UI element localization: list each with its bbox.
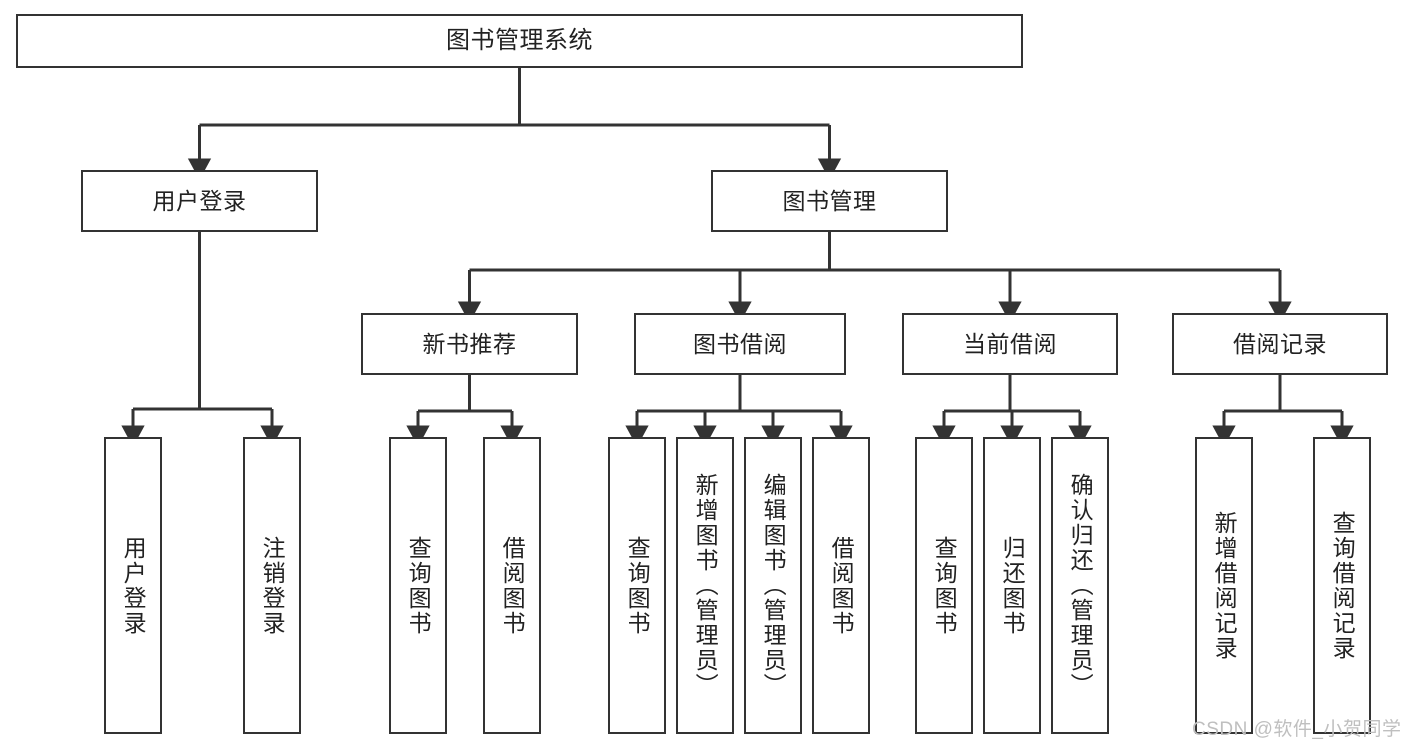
node-newbook[interactable]: 新书推荐 — [361, 313, 578, 375]
node-leaf-login-2[interactable]: 注销登录 — [243, 437, 301, 734]
node-leaf-rec-1[interactable]: 新增借阅记录 — [1195, 437, 1253, 734]
node-borrow[interactable]: 图书借阅 — [634, 313, 846, 375]
node-label: 用户登录 — [120, 535, 147, 636]
node-label: 图书管理系统 — [446, 27, 593, 55]
node-label: 查询图书 — [405, 535, 432, 636]
node-current[interactable]: 当前借阅 — [902, 313, 1118, 375]
node-label: 新增借阅记录 — [1211, 510, 1238, 661]
node-label: 注销登录 — [259, 535, 286, 636]
node-bookmgmt[interactable]: 图书管理 — [711, 170, 948, 232]
node-label: 归还图书 — [999, 535, 1026, 636]
node-root[interactable]: 图书管理系统 — [16, 14, 1023, 68]
node-leaf-borrow-1[interactable]: 查询图书 — [608, 437, 666, 734]
node-label: 图书借阅 — [693, 330, 787, 357]
node-label: 图书管理 — [782, 187, 877, 214]
node-label: 当前借阅 — [963, 330, 1057, 357]
node-leaf-borrow-4[interactable]: 借阅图书 — [812, 437, 870, 734]
node-label: 编辑图书（管理员） — [760, 473, 787, 698]
node-label: 用户登录 — [152, 187, 247, 214]
node-label: 确认归还（管理员） — [1067, 473, 1094, 698]
node-leaf-login-1[interactable]: 用户登录 — [104, 437, 162, 734]
node-leaf-cur-2[interactable]: 归还图书 — [983, 437, 1041, 734]
node-label: 新增图书（管理员） — [692, 473, 719, 698]
node-label: 查询图书 — [931, 535, 958, 636]
csdn-watermark: CSDN @软件_小贺同学 — [1192, 719, 1402, 740]
node-records[interactable]: 借阅记录 — [1172, 313, 1388, 375]
node-login[interactable]: 用户登录 — [81, 170, 318, 232]
node-leaf-rec-2[interactable]: 查询借阅记录 — [1313, 437, 1371, 734]
node-leaf-new-1[interactable]: 查询图书 — [389, 437, 447, 734]
node-label: 借阅图书 — [828, 535, 855, 636]
node-label: 新书推荐 — [422, 330, 517, 357]
node-label: 借阅图书 — [499, 535, 526, 636]
node-label: 查询图书 — [624, 535, 651, 636]
node-leaf-cur-3[interactable]: 确认归还（管理员） — [1051, 437, 1109, 734]
node-label: 借阅记录 — [1233, 330, 1327, 357]
node-label: 查询借阅记录 — [1329, 510, 1356, 661]
node-leaf-new-2[interactable]: 借阅图书 — [483, 437, 541, 734]
node-leaf-borrow-3[interactable]: 编辑图书（管理员） — [744, 437, 802, 734]
node-leaf-cur-1[interactable]: 查询图书 — [915, 437, 973, 734]
node-leaf-borrow-2[interactable]: 新增图书（管理员） — [676, 437, 734, 734]
